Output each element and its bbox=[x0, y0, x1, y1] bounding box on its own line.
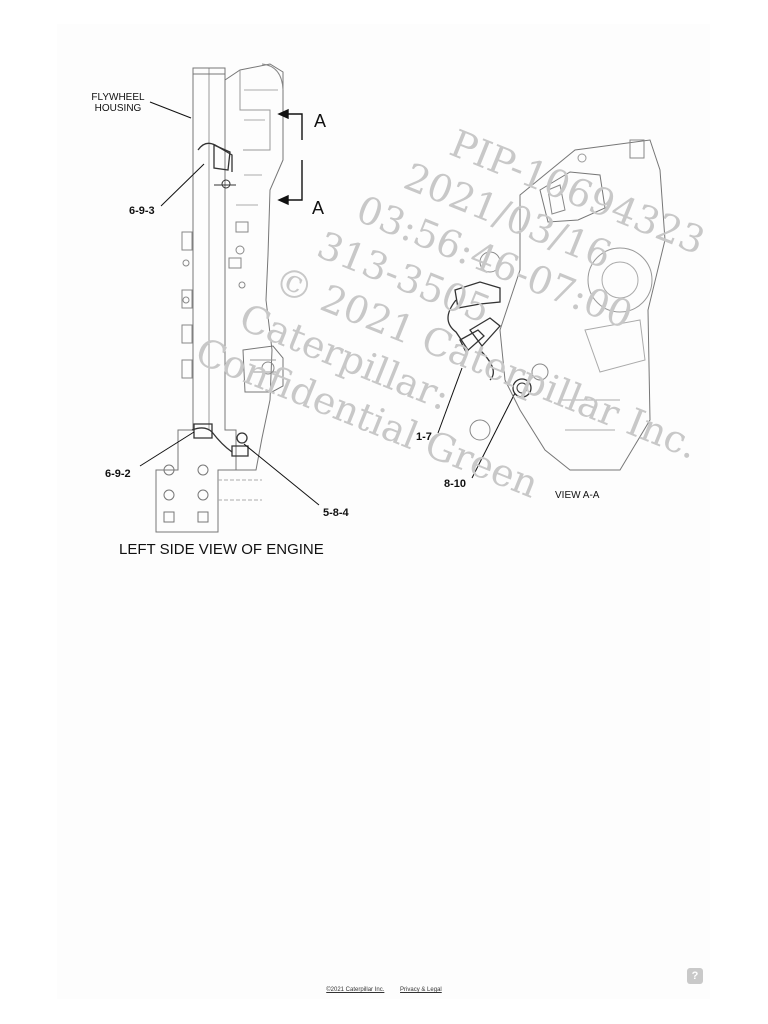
callout-8-10: 8-10 bbox=[444, 478, 466, 490]
left-side-view-title: LEFT SIDE VIEW OF ENGINE bbox=[119, 541, 324, 558]
flywheel-housing-label-line1: FLYWHEEL bbox=[91, 92, 145, 103]
copyright-link[interactable]: ©2021 Caterpillar Inc. bbox=[326, 987, 385, 993]
section-label-bottom: A bbox=[312, 198, 324, 218]
flywheel-housing-label-line2: HOUSING bbox=[95, 103, 142, 114]
callout-6-9-3: 6-9-3 bbox=[129, 205, 155, 217]
section-marker-aa bbox=[277, 108, 303, 206]
section-label-top: A bbox=[314, 111, 326, 131]
engine-diagram: FLYWHEEL HOUSING A A 6-9-3 6-9-2 5-8-4 1… bbox=[91, 63, 710, 558]
callout-1-7: 1-7 bbox=[416, 431, 432, 443]
left-engine-view bbox=[155, 63, 284, 533]
view-aa-diagram bbox=[447, 139, 666, 471]
view-aa-label: VIEW A-A bbox=[555, 490, 600, 501]
help-button[interactable]: ? bbox=[687, 968, 703, 984]
leader-lines bbox=[139, 101, 516, 506]
callout-6-9-2: 6-9-2 bbox=[105, 468, 131, 480]
footer: ©2021 Caterpillar Inc. Privacy & Legal bbox=[0, 987, 768, 993]
drawing-sheet: FLYWHEEL HOUSING A A 6-9-3 6-9-2 5-8-4 1… bbox=[57, 24, 710, 999]
question-icon: ? bbox=[691, 970, 699, 982]
callout-5-8-4: 5-8-4 bbox=[323, 507, 350, 519]
privacy-legal-link[interactable]: Privacy & Legal bbox=[400, 987, 442, 993]
